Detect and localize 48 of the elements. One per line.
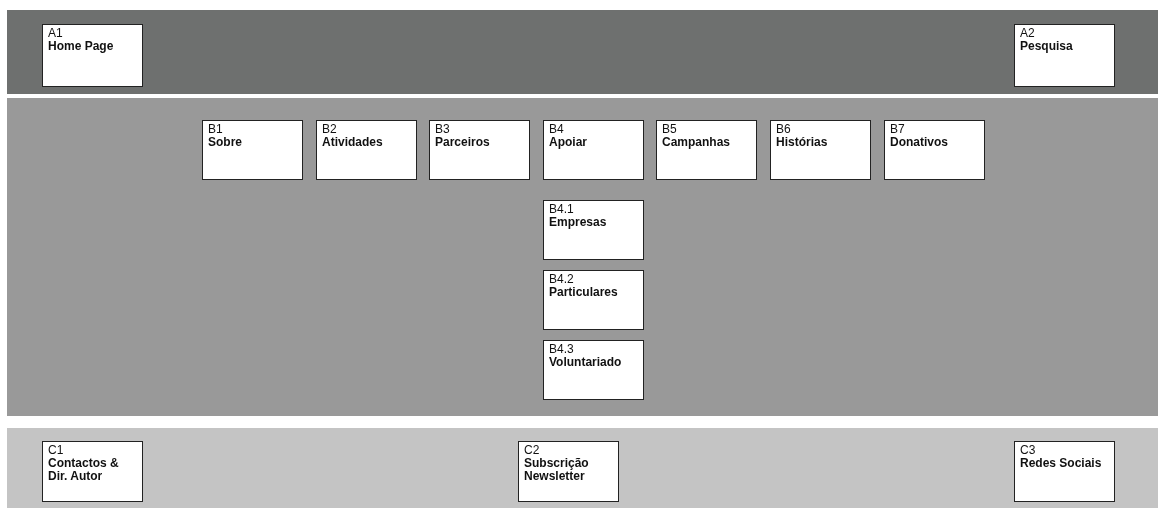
page-card (42, 24, 143, 87)
page-code: B4.3 (549, 343, 575, 356)
page-card (656, 120, 757, 180)
page-title: Atividades (322, 136, 384, 149)
page-title: Redes Sociais (1020, 457, 1103, 470)
page-card (770, 120, 871, 180)
page-code: C2 (524, 444, 541, 457)
page-card (518, 441, 619, 502)
page-code: B3 (435, 123, 451, 136)
page-code: B2 (322, 123, 338, 136)
page-card (202, 120, 303, 180)
page-title: Histórias (776, 136, 829, 149)
page-title: Pesquisa (1020, 40, 1074, 53)
page-card (543, 270, 644, 330)
page-title: Parceiros (435, 136, 491, 149)
page-title: Home Page (48, 40, 115, 53)
page-code: B4 (549, 123, 565, 136)
section-band (7, 10, 1158, 94)
page-card (884, 120, 985, 180)
page-code: B1 (208, 123, 224, 136)
page-title: Subscrição Newsletter (524, 457, 590, 483)
page-card (543, 340, 644, 400)
page-card (42, 441, 143, 502)
page-title: Donativos (890, 136, 949, 149)
page-card (1014, 24, 1115, 87)
page-card (1014, 441, 1115, 502)
page-title: Apoiar (549, 136, 588, 149)
page-code: A1 (48, 27, 64, 40)
page-code: B7 (890, 123, 906, 136)
page-card (543, 200, 644, 260)
page-code: B6 (776, 123, 792, 136)
section-band (7, 98, 1158, 416)
page-card (543, 120, 644, 180)
section-band (7, 428, 1158, 508)
page-title: Empresas (549, 216, 608, 229)
page-code: B4.2 (549, 273, 575, 286)
page-code: B4.1 (549, 203, 575, 216)
page-title: Particulares (549, 286, 619, 299)
page-code: B5 (662, 123, 678, 136)
page-code: C3 (1020, 444, 1037, 457)
page-card (316, 120, 417, 180)
page-title: Sobre (208, 136, 243, 149)
page-code: C1 (48, 444, 65, 457)
page-title: Voluntariado (549, 356, 623, 369)
page-title: Campanhas (662, 136, 732, 149)
page-code: A2 (1020, 27, 1036, 40)
page-card (429, 120, 530, 180)
page-title: Contactos & Dir. Autor (48, 457, 120, 483)
